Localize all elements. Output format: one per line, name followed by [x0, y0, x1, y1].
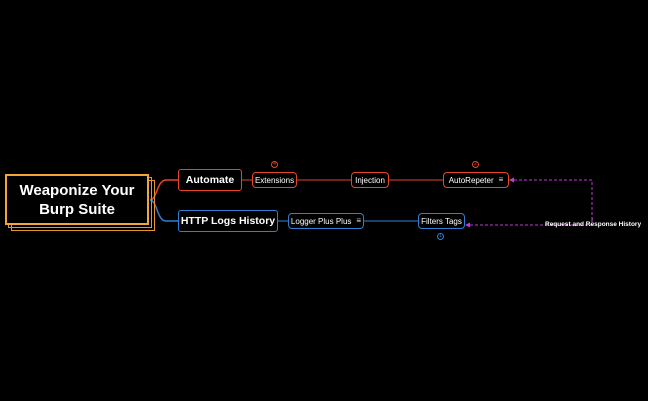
- notes-icon[interactable]: ≡: [498, 175, 504, 184]
- root-topic-label: Weaponize Your Burp Suite: [19, 181, 135, 218]
- root-topic[interactable]: Weaponize Your Burp Suite: [5, 174, 149, 225]
- topic-injection[interactable]: Injection: [351, 172, 389, 188]
- relationship-line: [466, 179, 595, 226]
- topic-http-logs-history[interactable]: HTTP Logs History: [178, 210, 278, 232]
- topic-automate[interactable]: Automate: [178, 169, 242, 191]
- filters-tags-count-badge[interactable]: 1: [437, 233, 444, 240]
- topic-injection-label: Injection: [355, 175, 385, 185]
- relationship-arrow-bottom: [465, 222, 470, 228]
- relationship-label[interactable]: Request and Response History: [545, 221, 642, 228]
- topic-automate-label: Automate: [185, 174, 235, 186]
- notes-icon[interactable]: ≡: [356, 216, 362, 225]
- relationship-arrow-top: [509, 177, 514, 183]
- topic-filters-tags-label: Filters Tags: [421, 216, 462, 226]
- topic-logger-plus-plus-label: Logger Plus Plus: [290, 216, 352, 226]
- topic-autorepeter[interactable]: AutoRepeter ≡: [443, 172, 509, 188]
- topic-extensions[interactable]: Extensions: [252, 172, 297, 188]
- autorepeter-count-badge[interactable]: 2: [472, 161, 479, 168]
- topic-autorepeter-label: AutoRepeter: [448, 175, 494, 185]
- topic-filters-tags[interactable]: Filters Tags: [418, 213, 465, 229]
- topic-http-logs-history-label: HTTP Logs History: [180, 215, 276, 227]
- extensions-count-badge[interactable]: 4: [271, 161, 278, 168]
- topic-extensions-label: Extensions: [254, 175, 295, 185]
- topic-logger-plus-plus[interactable]: Logger Plus Plus ≡: [288, 213, 364, 229]
